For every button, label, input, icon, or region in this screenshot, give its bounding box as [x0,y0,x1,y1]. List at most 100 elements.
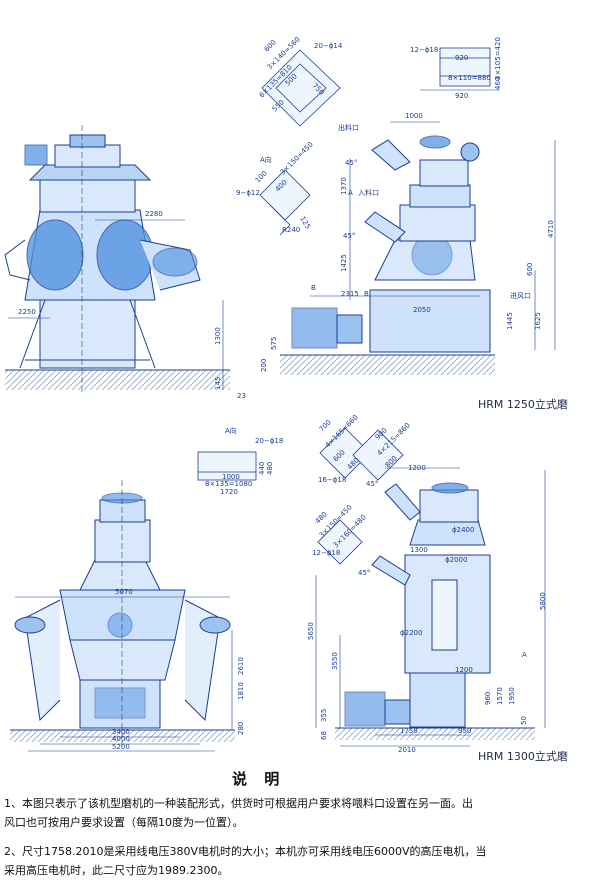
note-line-1: 1、本图只表示了该机型磨机的一种装配形式，供货时可根据用户要求将喂料口设置在另一… [4,797,473,810]
dim-5800: 5800 [539,592,547,610]
bottom-flange-details [317,427,404,565]
label-b-left: B [311,284,316,292]
dim-1950: 1950 [508,687,516,705]
dim-9-phi12: 9−ϕ12 [236,189,260,197]
dim-1425: 1425 [340,254,348,272]
motor-top [291,307,338,349]
dim-960: 960 [484,692,492,705]
dim-3x150: 3×150=450 [279,140,315,176]
a-view-label: A向 [260,155,272,164]
dim-600-side: 600 [526,263,534,276]
dim-920-upper: 920 [455,54,468,62]
dim-8x110: 8×110=880 [448,74,491,82]
dim-1810: 1810 [237,682,245,700]
dim-480-c: 480 [314,510,329,525]
top-right-side-view [280,121,556,375]
dim-4x105: 4×105=420 [494,37,502,80]
dim-45-b-lower: 45° [358,569,370,577]
dim-phi2200: ϕ2200 [400,629,422,637]
label-feed-a: A [348,189,353,197]
dim-1000: 1000 [405,112,423,120]
dim-145: 145 [214,377,222,390]
notes-title: 说 明 [232,770,286,788]
dim-2315: 2315 [341,290,359,298]
dim-8x135: 8×135=1080 [205,480,252,488]
note-line-3: 2、尺寸1758.2010是采用线电压380V电机时的大小；本机亦可采用线电压6… [4,845,487,858]
bottom-a-view-label: A向 [225,426,237,435]
caption-hrm1300: HRM 1300立式磨 [478,750,568,763]
dim-5650: 5650 [307,622,315,640]
dim-2250: 2250 [18,308,36,316]
dim-200: 200 [260,359,268,372]
dim-r240: R240 [282,226,300,234]
dim-1200-top: 1200 [408,464,426,472]
dim-1370: 1370 [340,177,348,195]
dim-4710: 4710 [547,220,555,238]
dim-45-upper: 45° [345,159,357,167]
dim-1570: 1570 [496,687,504,705]
dim-3400: 3400 [112,728,130,736]
caption-hrm1250: HRM 1250立式磨 [478,398,568,411]
motor-bottom [344,691,386,727]
dim-16-phi18: 16−ϕ18 [318,476,346,484]
dim-50: 50 [520,716,528,725]
note-line-2: 风口也可按用户要求设置（每隔10度为一位置）。 [4,816,244,829]
dim-440: 440 [258,462,266,475]
ground-hatch-bottom-left [10,730,235,742]
dim-1625: 1625 [534,312,542,330]
dim-45-lower: 45° [343,232,355,240]
dim-phi2400: ϕ2400 [452,526,474,534]
top-flange-detail-2 [420,47,500,91]
dim-575: 575 [270,337,278,350]
dim-2050: 2050 [413,306,431,314]
bottom-left-front-view [10,480,235,752]
ground-hatch-bottom-right [335,728,535,740]
dim-45-b-upper: 45° [366,480,378,488]
dim-1720: 1720 [220,488,238,496]
dim-950: 950 [458,727,471,735]
dim-100: 100 [254,169,269,184]
dim-12-phi18: 12−ϕ18 [410,46,438,54]
dim-12-phi18-b: 12−ϕ18 [312,549,340,557]
dim-1300: 1300 [214,327,222,345]
label-a-bottom: A [522,651,527,659]
ground-hatch-left [5,370,230,390]
dim-b-1000: 1000 [222,473,240,481]
dim-1300-b: 1300 [410,546,428,554]
dim-700: 700 [318,418,333,433]
dim-68: 68 [320,731,328,740]
grinding-roller-right [96,219,154,291]
dim-3550: 3550 [331,652,339,670]
top-a-view-detail [259,169,311,236]
label-air-inlet: 进风口 [510,292,531,300]
dim-4000: 4000 [112,735,130,743]
ground-hatch-right [280,355,495,375]
grinding-roller-left [26,219,84,291]
label-feed-port: 入料口 [358,188,379,197]
dim-1200-mid: 1200 [455,666,473,674]
dim-600: 600 [263,38,278,53]
dim-1445: 1445 [506,312,514,330]
dim-1758: 1758 [400,727,418,735]
dim-5200: 5200 [112,743,130,751]
dim-20-phi18: 20−ϕ18 [255,437,283,445]
dim-125: 125 [298,215,312,231]
note-line-4: 采用高压电机时，此二尺寸应为1989.2300。 [4,864,229,877]
bottom-right-side-view [315,467,546,747]
dim-460: 460 [494,77,502,90]
bottom-a-view-detail [197,451,257,481]
dim-2610: 2610 [237,657,245,675]
dim-phi2000: ϕ2000 [445,556,467,564]
dim-5070: 5070 [115,588,133,596]
dim-480: 480 [266,462,274,475]
label-b-right: B [364,290,369,298]
dim-2280: 2280 [145,210,163,218]
dim-20-phi14: 20−ϕ14 [314,42,343,50]
dim-2010: 2010 [398,746,416,754]
top-flange-detail-1 [261,49,341,127]
dim-920-lower: 920 [455,92,468,100]
label-discharge: 出料口 [338,123,359,132]
dim-280: 280 [237,722,245,735]
